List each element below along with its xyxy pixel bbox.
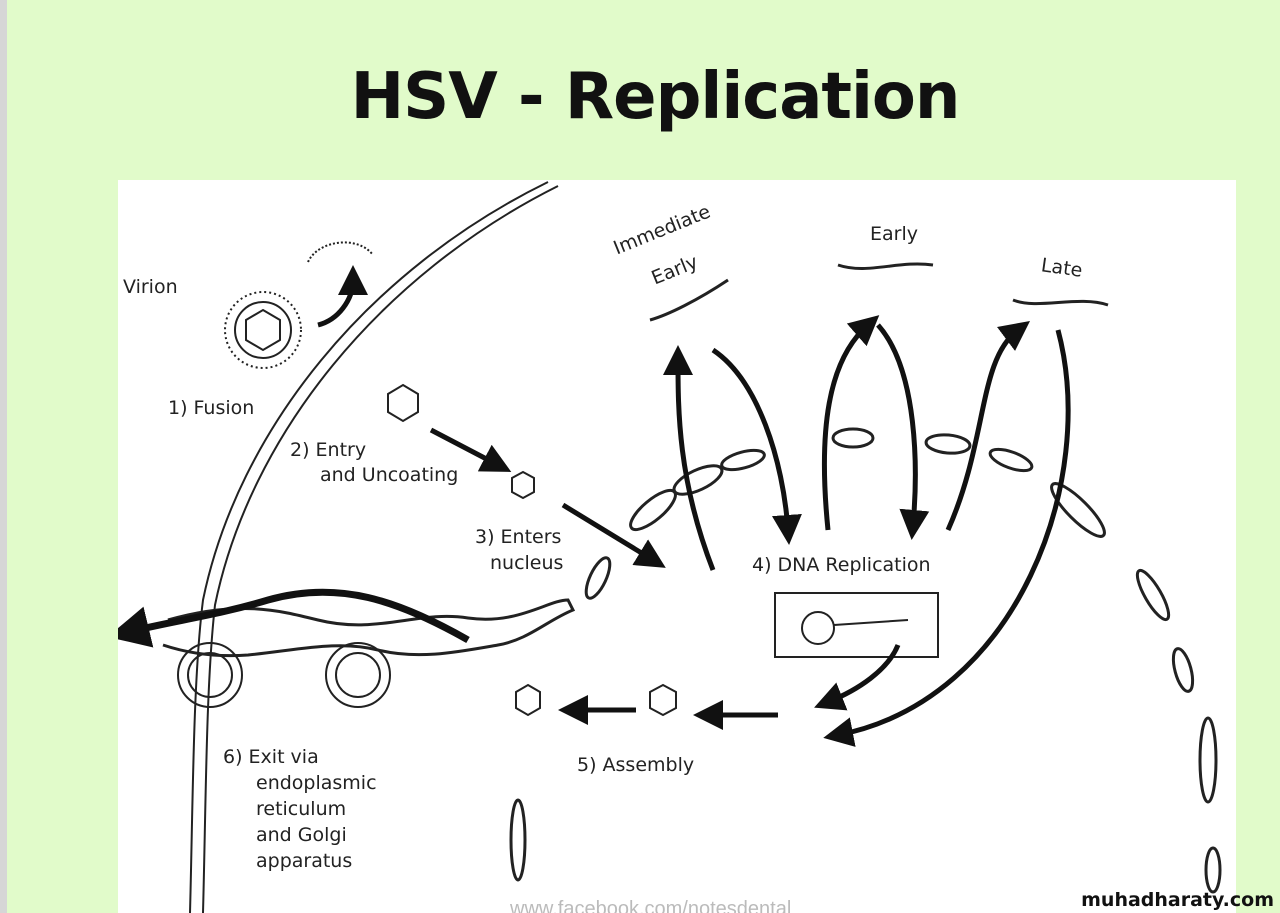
label-exit-line3: reticulum <box>256 798 347 820</box>
label-virion: Virion <box>123 276 178 298</box>
enter-nucleus-arrow <box>561 502 666 568</box>
slide-title: HSV - Replication <box>350 60 961 134</box>
capsid-icon <box>387 383 419 423</box>
label-exit-line5: apparatus <box>256 850 353 872</box>
late-arrow <box>945 320 1030 532</box>
label-exit-line1: 6) Exit via <box>223 746 319 768</box>
label-dna-replication: 4) DNA Replication <box>752 554 931 576</box>
label-enters-line2: nucleus <box>490 552 564 574</box>
site-watermark: muhadharaty.com <box>1081 889 1274 911</box>
label-early: Early <box>870 223 918 245</box>
virion-icon <box>224 291 302 369</box>
immediate-early-arrow <box>663 345 716 571</box>
label-exit-line2: endoplasmic <box>256 772 377 794</box>
label-entry-line1: 2) Entry <box>290 439 367 461</box>
diagram-drawing <box>118 181 1222 913</box>
label-assembly: 5) Assembly <box>577 754 695 776</box>
early-arrow <box>821 315 880 531</box>
label-exit-line4: and Golgi <box>256 824 347 846</box>
fusion-arrow <box>317 265 368 328</box>
cell-membrane <box>189 181 549 913</box>
exit-arrow <box>118 588 470 648</box>
dna-replication-box <box>774 592 939 658</box>
hsv-replication-diagram: Virion 1) Fusion 2) Entry and Uncoating … <box>118 180 1236 913</box>
label-fusion: 1) Fusion <box>168 397 255 419</box>
credit-watermark: www.facebook.com/notesdental <box>510 898 792 913</box>
nuclear-envelope <box>509 427 1222 894</box>
slide-left-edge <box>0 0 7 913</box>
entry-arrow <box>429 427 512 472</box>
label-enters-line1: 3) Enters <box>475 526 562 548</box>
endoplasmic-reticulum <box>162 598 576 658</box>
assembly-arrow-1 <box>814 643 901 711</box>
label-entry-line2: and Uncoating <box>320 464 459 486</box>
